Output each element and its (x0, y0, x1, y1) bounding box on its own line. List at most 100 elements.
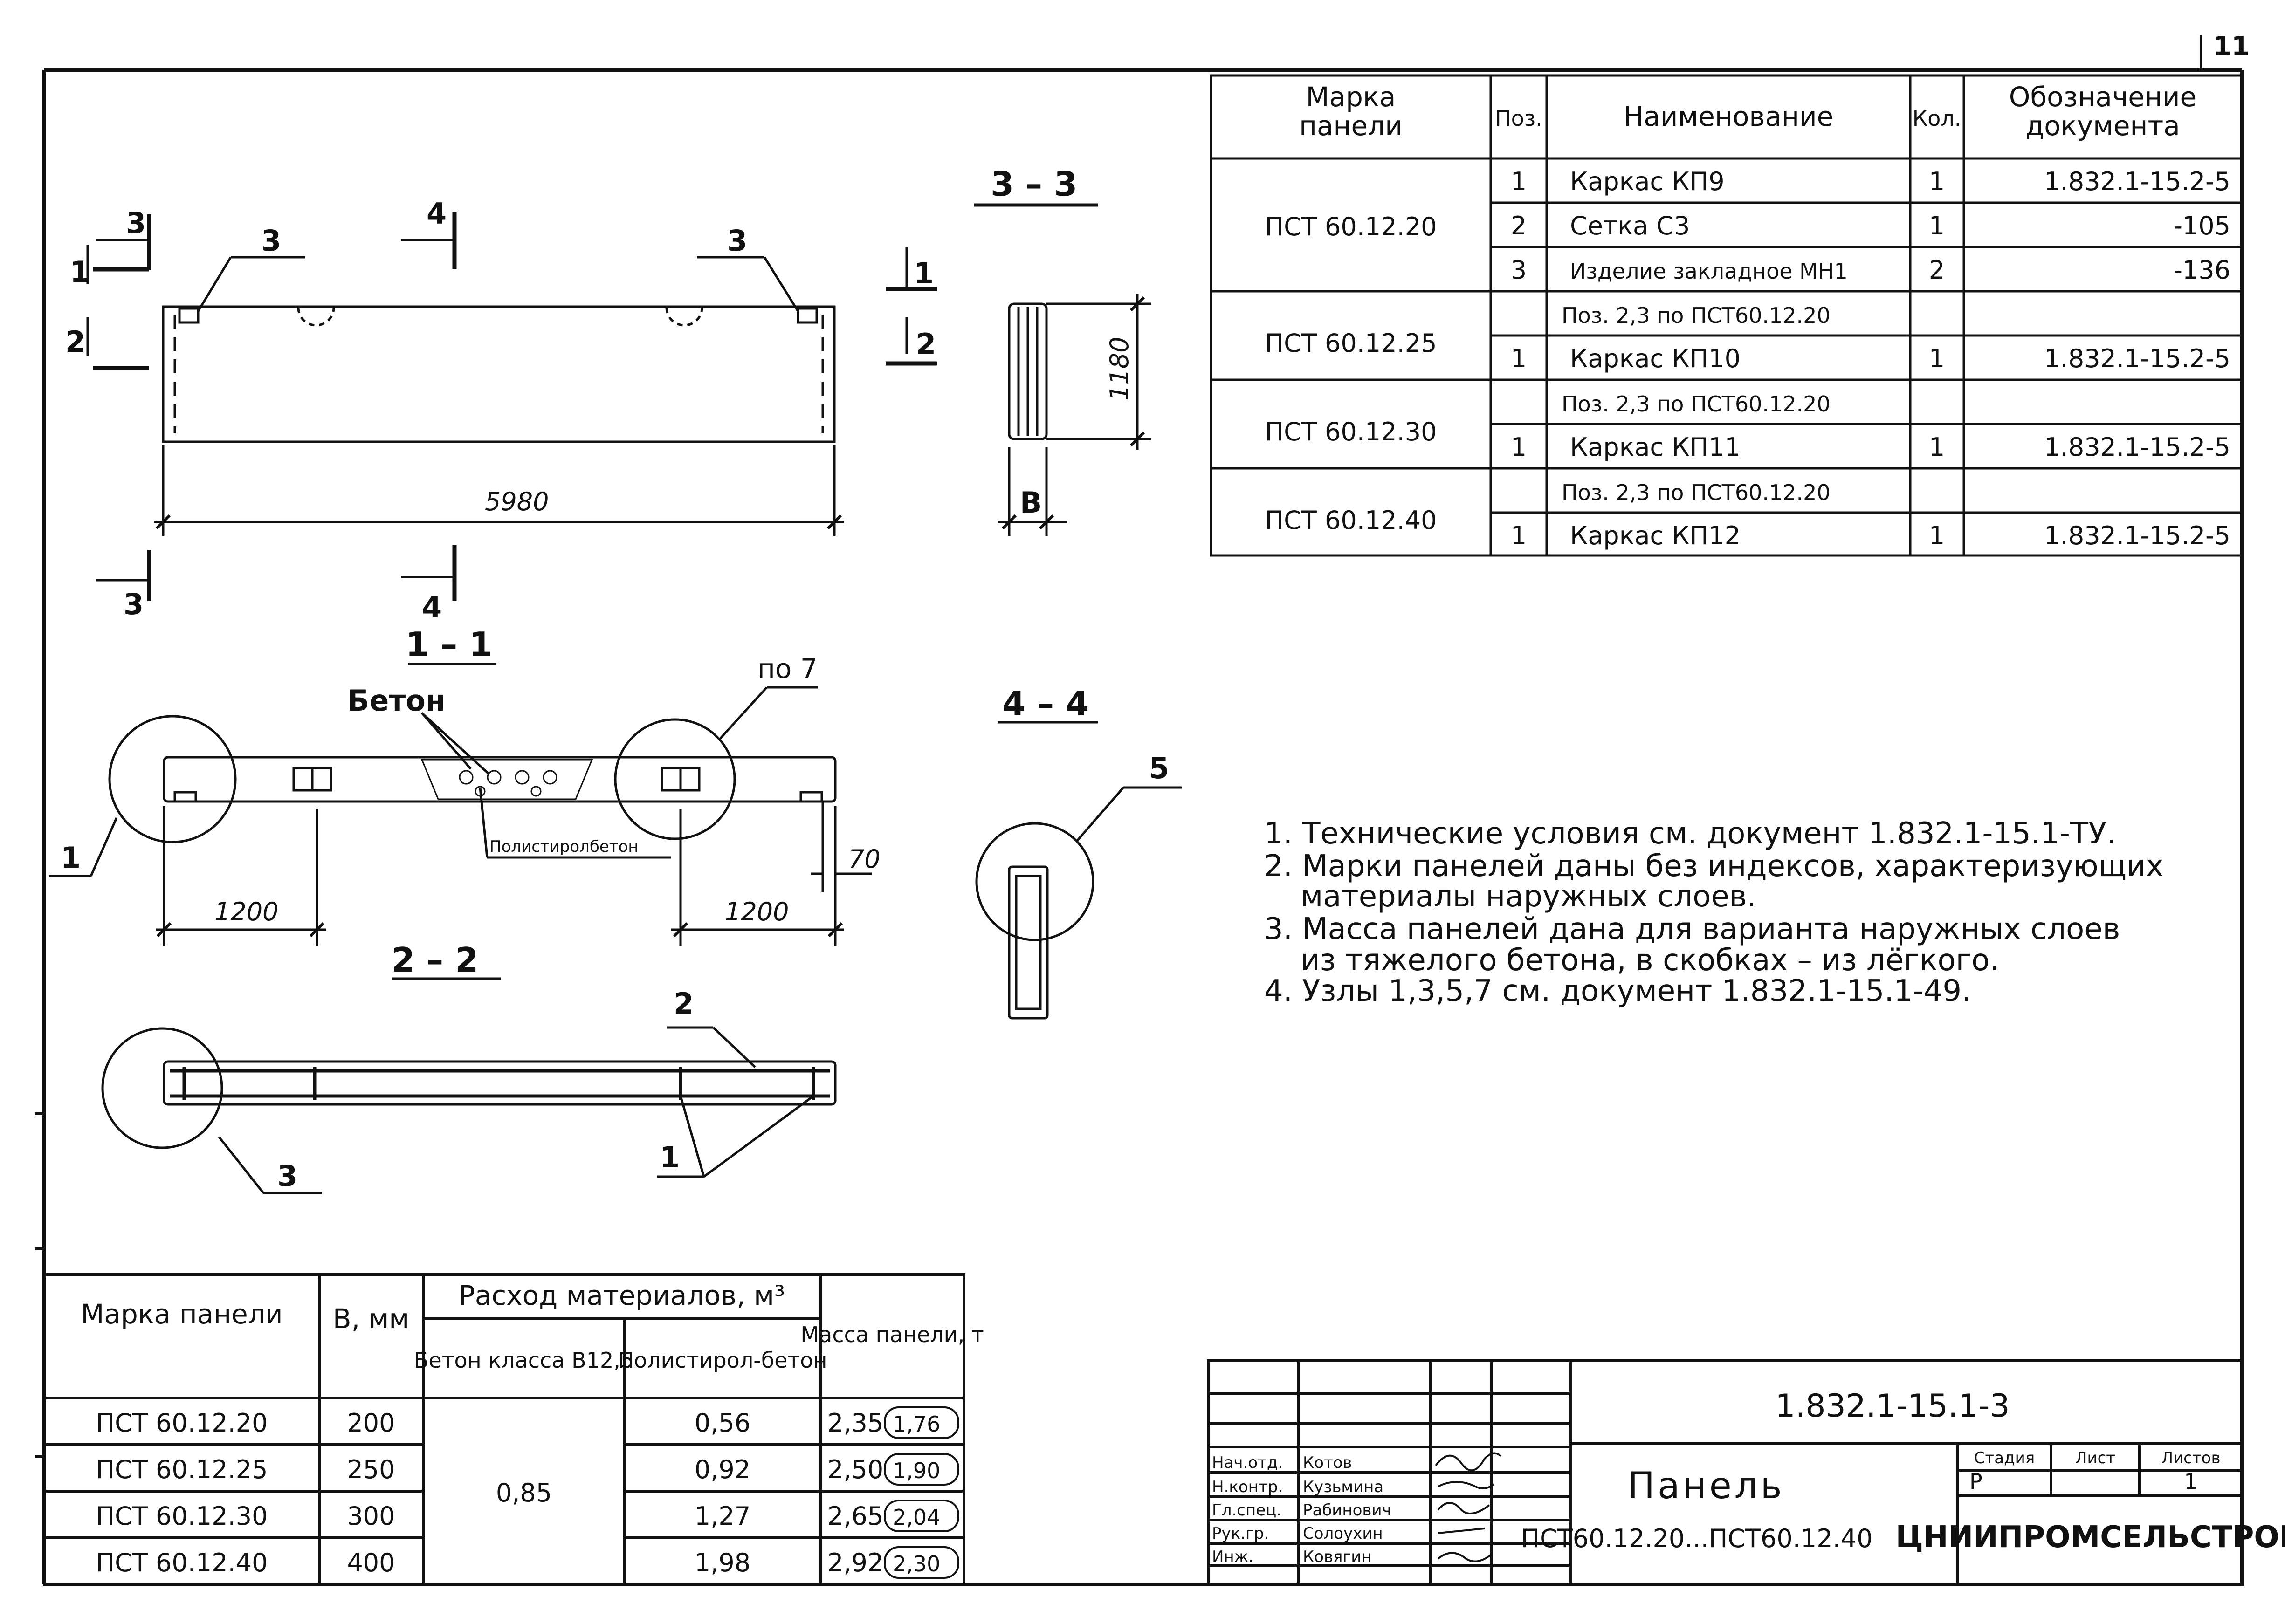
section-1-1 (49, 663, 872, 946)
note-line: 3. Масса панелей дана для варианта наруж… (1264, 912, 2120, 946)
dim-1200-left: 1200 (214, 897, 278, 926)
cut-label-3: 3 (124, 587, 144, 621)
spec-qty: 2 (1929, 255, 1945, 285)
section-2-2-title: 2 – 2 (392, 940, 478, 980)
spec-pos: 1 (1511, 167, 1527, 196)
spec-name: Поз. 2,3 по ПСТ60.12.20 (1562, 391, 1831, 417)
cut-label-1: 1 (914, 256, 934, 290)
mat-row-polistirol: 1,27 (695, 1501, 750, 1531)
dim-length: 5980 (485, 487, 549, 516)
spec-pos: 1 (1511, 344, 1527, 373)
doc-code: 1.832.1-15.1-3 (1775, 1388, 2010, 1425)
label-polistirol: Полистиролбетон (489, 837, 639, 856)
mat-row-b: 400 (347, 1548, 395, 1577)
note-line: из тяжелого бетона, в скобках – из лёгко… (1301, 943, 1999, 978)
spec-doc: 1.832.1-15.2-5 (2044, 167, 2230, 196)
sheet-frame: 11 (35, 31, 2250, 1586)
spec-doc: -136 (2173, 255, 2230, 285)
cut-label-2: 2 (65, 325, 85, 359)
dim-70: 70 (848, 844, 881, 874)
mat-row-polistirol: 0,92 (695, 1455, 750, 1484)
mat-row-mass-light: 2,30 (893, 1551, 940, 1576)
note-line: 2. Марки панелей даны без индексов, хара… (1264, 849, 2163, 884)
sheet-label: Лист (2075, 1449, 2115, 1467)
mat-row-polistirol: 1,98 (695, 1548, 750, 1577)
section-2-2 (101, 977, 837, 1194)
spec-header-name: Наименование (1624, 101, 1834, 132)
spec-qty: 1 (1929, 167, 1945, 196)
spec-pos: 1 (1511, 432, 1527, 462)
mat-row-mark: ПСТ 60.12.40 (96, 1548, 268, 1577)
mat-row-mass: 2,35 (827, 1408, 883, 1438)
mat-header-mass: Масса панели, т (800, 1322, 984, 1347)
signer-role: Нач.отд. (1212, 1453, 1283, 1472)
sheet-corner-number: 11 (2213, 31, 2250, 62)
spec-header-qty: Кол. (1913, 106, 1962, 131)
spec-mark-3: ПСТ 60.12.30 (1265, 417, 1437, 446)
materials-table (43, 1273, 965, 1586)
spec-mark-4: ПСТ 60.12.40 (1265, 506, 1437, 535)
signer-role: Н.контр. (1212, 1478, 1283, 1496)
spec-doc: 1.832.1-15.2-5 (2044, 521, 2230, 550)
mat-row-mark: ПСТ 60.12.20 (96, 1408, 268, 1438)
callout-3: 3 (261, 224, 281, 258)
spec-header-pos: Поз. (1495, 106, 1542, 131)
mat-row-polistirol: 0,56 (695, 1408, 750, 1438)
spec-qty: 1 (1929, 211, 1945, 240)
mat-header-mark: Марка панели (81, 1298, 282, 1330)
mat-row-b: 300 (347, 1501, 395, 1531)
mat-header-consumption: Расход материалов, м³ (459, 1280, 785, 1311)
dim-1200-right: 1200 (725, 897, 789, 926)
spec-qty: 1 (1929, 344, 1945, 373)
mat-row-mark: ПСТ 60.12.25 (96, 1455, 268, 1484)
mat-row-b: 250 (347, 1455, 395, 1484)
mat-row-mass-light: 1,90 (893, 1458, 940, 1483)
label-beton: Бетон (347, 684, 446, 718)
spec-mark-2: ПСТ 60.12.25 (1265, 329, 1437, 358)
mass-light-brackets (884, 1406, 959, 1579)
callout-3: 3 (727, 224, 747, 258)
spec-pos: 2 (1511, 211, 1527, 240)
mat-row-mass: 2,50 (827, 1455, 883, 1484)
section-3-3 (974, 203, 1151, 536)
mat-row-mass: 2,65 (827, 1501, 883, 1531)
spec-name: Каркас КП11 (1570, 432, 1741, 462)
spec-name: Изделие закладное МН1 (1570, 259, 1848, 284)
sheets-value: 1 (2184, 1469, 2197, 1494)
spec-header-doc-2: документа (2025, 110, 2180, 142)
signer-name: Рабинович (1303, 1501, 1391, 1520)
spec-header-mark-2: панели (1299, 110, 1403, 142)
spec-doc: 1.832.1-15.2-5 (2044, 344, 2230, 373)
callout-3: 3 (277, 1159, 297, 1193)
section-3-3-title: 3 – 3 (991, 164, 1077, 204)
note-line: материалы наружных слоев. (1301, 879, 1756, 914)
cut-label-4: 4 (422, 590, 442, 624)
mat-beton-value: 0,85 (496, 1478, 552, 1508)
callout-2: 2 (674, 987, 694, 1021)
label-uzel-7: по 7 (757, 653, 818, 685)
note-line: 1. Технические условия см. документ 1.83… (1264, 816, 2116, 851)
spec-qty: 1 (1929, 521, 1945, 550)
doc-title: Панель (1627, 1465, 1784, 1507)
callout-1: 1 (61, 841, 81, 875)
signer-name: Котов (1303, 1453, 1352, 1472)
spec-name: Каркас КП9 (1570, 167, 1725, 196)
mat-header-beton: Бетон класса В12,5 (414, 1348, 634, 1373)
cut-label-2: 2 (916, 327, 936, 361)
mat-row-mass-light: 2,04 (893, 1505, 940, 1530)
spec-pos: 3 (1511, 255, 1527, 285)
spec-mark-1: ПСТ 60.12.20 (1265, 212, 1437, 241)
signer-role: Гл.спец. (1212, 1501, 1281, 1520)
callout-1: 1 (660, 1140, 680, 1174)
organization: ЦНИИПРОМСЕЛЬСТРОЙ (1896, 1519, 2285, 1555)
dim-width-b: B (1020, 486, 1042, 520)
stage-value: Р (1969, 1469, 1982, 1494)
spec-doc: -105 (2173, 211, 2230, 240)
doc-subtitle: ПСТ60.12.20...ПСТ60.12.40 (1521, 1524, 1872, 1553)
title-block (1207, 1359, 2244, 1586)
spec-name: Каркас КП10 (1570, 344, 1741, 373)
dim-height: 1180 (1105, 337, 1134, 401)
spec-table (1210, 74, 2244, 557)
cut-label-3: 3 (126, 206, 146, 240)
